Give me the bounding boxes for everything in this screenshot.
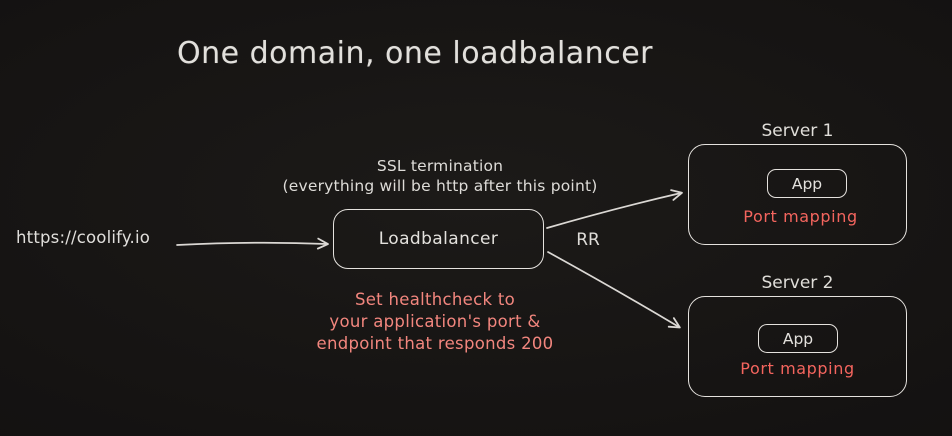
arrow-loadbalancer-to-server1 (546, 189, 683, 229)
diagram-title: One domain, one loadbalancer (177, 36, 653, 71)
ssl-termination-note: SSL termination (everything will be http… (230, 156, 650, 196)
round-robin-label: RR (576, 230, 600, 250)
server2-app-label: App (782, 329, 814, 348)
ssl-note-line1: SSL termination (376, 157, 504, 175)
server1-label: Server 1 (761, 121, 834, 141)
server1-app-label: App (791, 174, 823, 193)
server1-port-mapping-label: Port mapping (743, 207, 858, 226)
server1-box (688, 144, 907, 245)
server2-app-box: App (758, 324, 838, 353)
arrow-url-to-loadbalancer (176, 237, 329, 250)
healthcheck-note-line2: your application's port & (329, 312, 541, 331)
loadbalancer-box: Loadbalancer (333, 209, 544, 269)
healthcheck-note: Set healthcheck to your application's po… (290, 289, 580, 355)
healthcheck-note-line3: endpoint that responds 200 (316, 334, 554, 353)
source-url-label: https://coolify.io (16, 228, 151, 247)
server2-port-mapping-label: Port mapping (740, 359, 855, 378)
server1-app-box: App (767, 169, 847, 198)
server2-label: Server 2 (761, 273, 834, 293)
loadbalancer-label: Loadbalancer (378, 229, 499, 249)
ssl-note-line2: (everything will be http after this poin… (282, 177, 598, 195)
healthcheck-note-line1: Set healthcheck to (354, 290, 516, 309)
server2-box (688, 296, 907, 397)
